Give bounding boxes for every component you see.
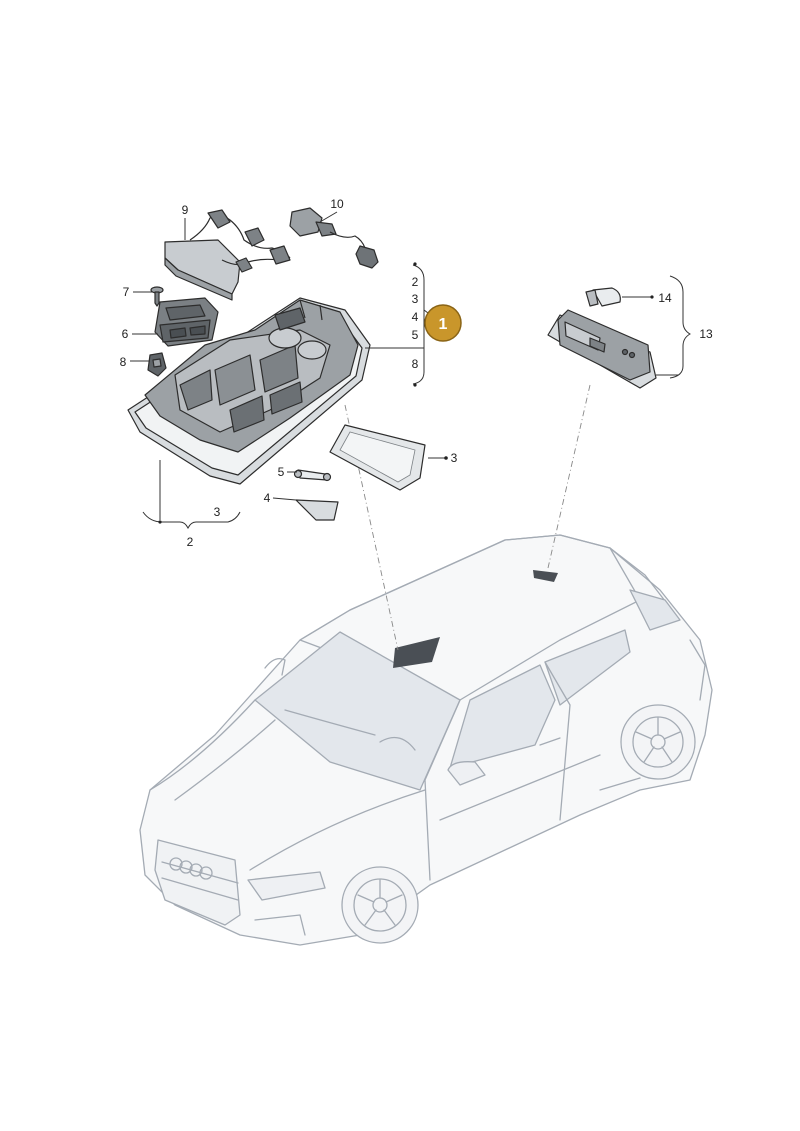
cover-part-4 [295, 499, 339, 521]
callout-7: 7 [123, 285, 130, 299]
wiring-harness-part-9 [164, 209, 291, 301]
callout-8: 8 [120, 355, 127, 369]
bulb-part-14 [585, 287, 621, 307]
callout-14: 14 [658, 291, 672, 305]
marker-badge: 1 [424, 304, 462, 342]
bulb-part-5 [293, 469, 332, 482]
callout-list-2: 2 [412, 275, 419, 289]
dot-marker [413, 383, 417, 387]
callout-6: 6 [122, 327, 129, 341]
callout-list-8: 8 [412, 357, 419, 371]
dot-marker [444, 456, 448, 460]
callout-13: 13 [699, 327, 713, 341]
callout-list-3: 3 [412, 292, 419, 306]
callout-10: 10 [330, 197, 344, 211]
dot-marker [650, 295, 654, 299]
callout-bottom-3: 3 [214, 505, 221, 519]
dot-marker [413, 262, 417, 266]
switch-module-part-6 [154, 297, 219, 347]
callout-list-4: 4 [412, 310, 419, 324]
callout-9: 9 [182, 203, 189, 217]
rear-interior-lamp-part-13 [547, 309, 657, 389]
dot-marker [158, 520, 162, 524]
rear-roof-lamp-mark [533, 570, 558, 582]
cable-socket-part-10 [289, 207, 379, 269]
callout-cover-4: 4 [264, 491, 271, 505]
front-roof-lamp-mark [393, 637, 440, 668]
marker-badge-label: 1 [439, 316, 448, 333]
car-illustration [139, 534, 713, 946]
screw-part-7 [150, 286, 164, 307]
lens-part-3 [329, 424, 426, 491]
interior-light-housing [127, 297, 371, 485]
callout-list-5: 5 [412, 328, 419, 342]
callout-bulb-5: 5 [278, 465, 285, 479]
clip-part-8 [147, 352, 167, 377]
callout-bottom-2: 2 [187, 535, 194, 549]
callout-lens-3: 3 [451, 451, 458, 465]
